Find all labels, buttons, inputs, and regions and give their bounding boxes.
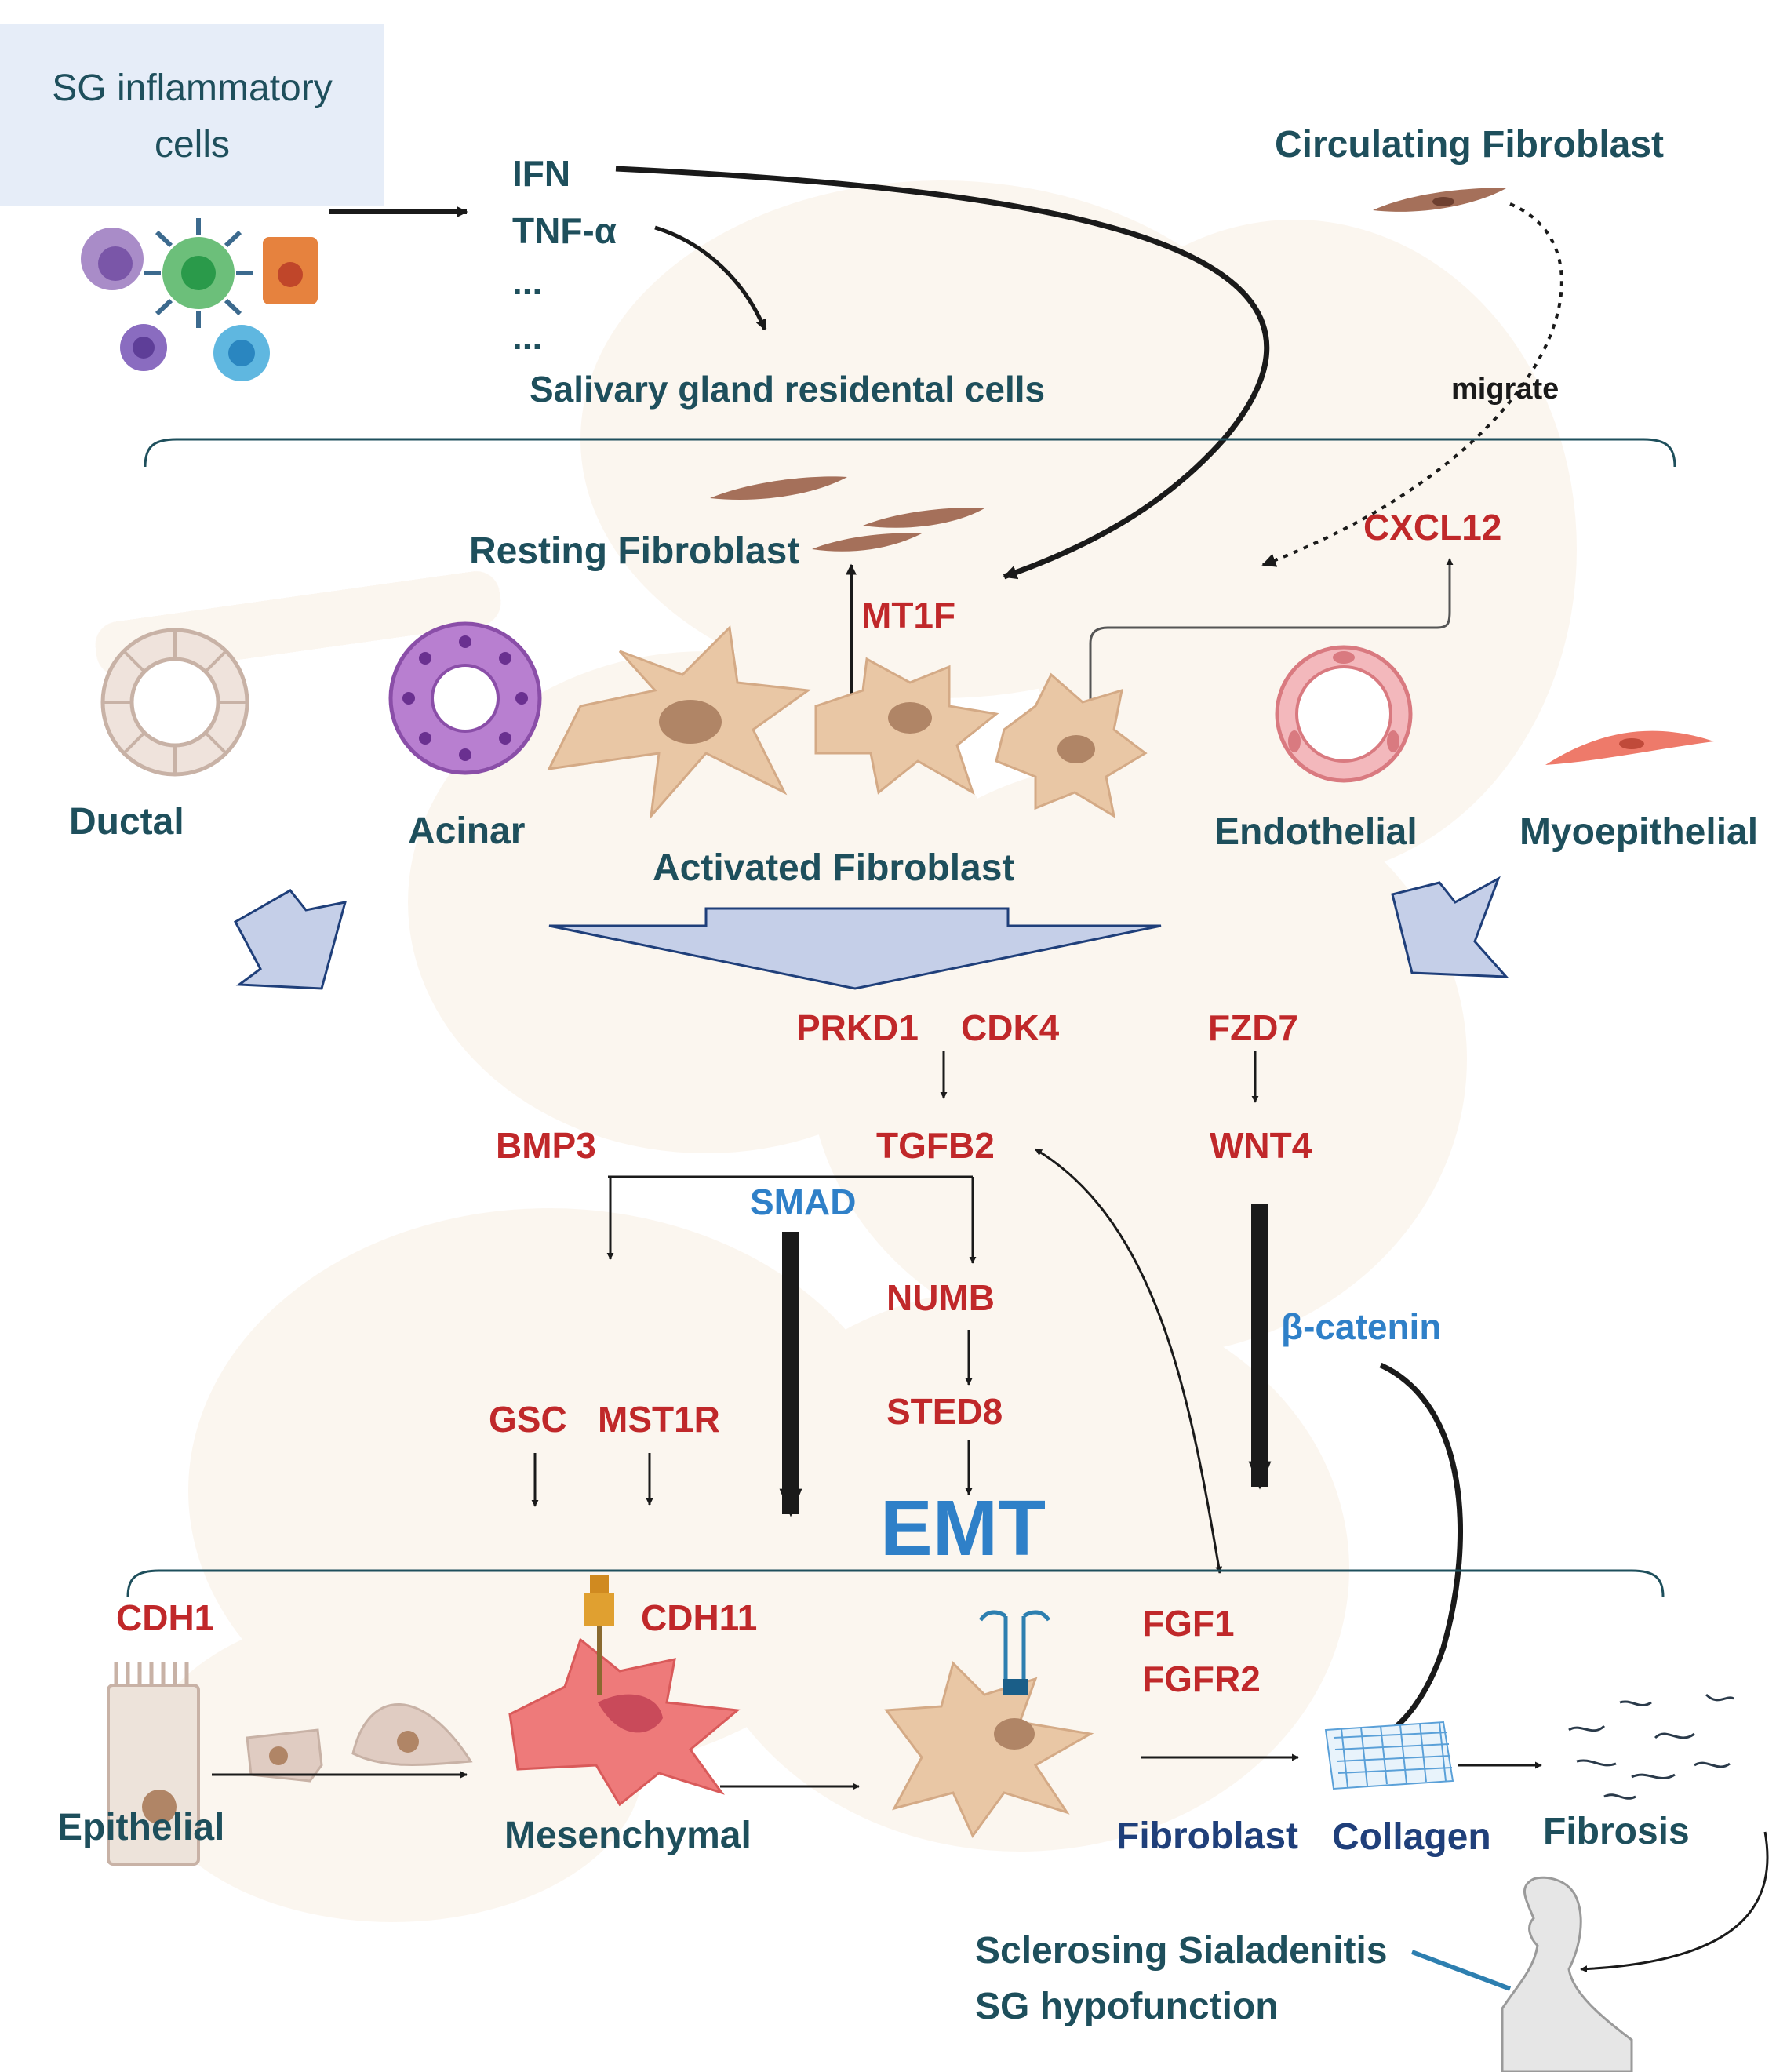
- fibroblast-label: Fibroblast: [1116, 1815, 1298, 1857]
- left-block-arrow: [233, 889, 348, 990]
- bmp3-label: BMP3: [496, 1125, 596, 1166]
- beta-catenin-to-collagen-arrow: [1375, 1362, 1463, 1743]
- fibroblast-to-cxcl12-line: [1089, 558, 1454, 706]
- circulating-fibroblast-label: Circulating Fibroblast: [1275, 124, 1664, 166]
- cdh1-label: CDH1: [116, 1597, 214, 1638]
- epithelial-label: Epithelial: [57, 1807, 224, 1848]
- emt-label: EMT: [880, 1484, 1046, 1572]
- background-gland: [95, 180, 1577, 1922]
- immune-cells-icon: [81, 218, 318, 381]
- inflammatory-box-line1: SG inflammatory: [52, 67, 332, 109]
- ifn-label: IFN: [512, 153, 570, 194]
- beta-catenin-label: β-catenin: [1281, 1306, 1441, 1347]
- migrate-arrow: [1261, 202, 1563, 567]
- outcome-line1: Sclerosing Sialadenitis: [975, 1930, 1388, 1972]
- mesenchymal-label: Mesenchymal: [504, 1815, 752, 1856]
- upper-bracket: [144, 438, 1676, 468]
- endothelial-cell-icon: [1275, 645, 1413, 783]
- acinar-cell-icon: [388, 621, 542, 775]
- inflammatory-cells-box: [0, 24, 384, 206]
- resting-fibroblast-label: Resting Fibroblast: [469, 530, 799, 572]
- ductal-cell-icon: [100, 628, 249, 777]
- central-block-arrow: [548, 907, 1162, 990]
- mt1f-label: MT1F: [861, 595, 955, 635]
- tnf-to-residental-arrow: [654, 225, 767, 331]
- tnf-label: TNF-α: [512, 210, 617, 251]
- endothelial-label: Endothelial: [1214, 811, 1418, 853]
- ellipsis-1: ...: [512, 261, 542, 302]
- migrate-label: migrate: [1451, 373, 1559, 406]
- patient-profile-icon: [1501, 1876, 1633, 2072]
- collagen-label: Collagen: [1332, 1816, 1491, 1858]
- ifn-to-fibroblast-arrow: [615, 166, 1270, 580]
- right-block-arrow: [1391, 876, 1509, 978]
- gsc-label: GSC: [489, 1399, 567, 1440]
- myoepithelial-label: Myoepithelial: [1519, 811, 1758, 853]
- fzd7-label: FZD7: [1208, 1007, 1298, 1048]
- cxcl12-label: CXCL12: [1363, 507, 1501, 548]
- acinar-label: Acinar: [408, 810, 525, 852]
- sted8-label: STED8: [886, 1391, 1003, 1432]
- cdk4-label: CDK4: [961, 1007, 1060, 1048]
- inflammatory-box-line2: cells: [155, 124, 230, 166]
- epithelial-cell-icon: [107, 1662, 200, 1866]
- prkd1-label: PRKD1: [796, 1007, 919, 1048]
- ellipsis-2: ...: [512, 316, 542, 357]
- numb-label: NUMB: [886, 1277, 995, 1318]
- tgfb2-label: TGFB2: [876, 1125, 995, 1166]
- collagen-mesh-icon: [1324, 1721, 1454, 1790]
- activated-fibroblast-label: Activated Fibroblast: [653, 847, 1014, 889]
- fibroblast-cell-icon: [884, 1610, 1094, 1838]
- fgf1-label: FGF1: [1142, 1603, 1235, 1644]
- cdh11-label: CDH11: [641, 1597, 757, 1638]
- mesenchymal-cell-icon: [508, 1575, 741, 1807]
- ductal-label: Ductal: [69, 801, 184, 843]
- swab-icon: [1410, 1950, 1512, 1991]
- outcome-line2: SG hypofunction: [975, 1986, 1279, 2027]
- residental-cells-label: Salivary gland residental cells: [530, 369, 1045, 410]
- mst1r-label: MST1R: [598, 1399, 720, 1440]
- fgfr2-label: FGFR2: [1142, 1659, 1261, 1699]
- wnt4-label: WNT4: [1210, 1125, 1312, 1166]
- lower-bracket: [126, 1569, 1665, 1597]
- smad-label: SMAD: [750, 1182, 856, 1222]
- resting-fibroblast-icon: [710, 476, 984, 552]
- fgf1-tgfb2-arrow: [1035, 1148, 1223, 1574]
- fibrosis-label: Fibrosis: [1543, 1811, 1690, 1852]
- fibrosis-to-outcome-arrow: [1580, 1831, 1769, 1973]
- fibrosis-fibers-icon: [1568, 1693, 1734, 1800]
